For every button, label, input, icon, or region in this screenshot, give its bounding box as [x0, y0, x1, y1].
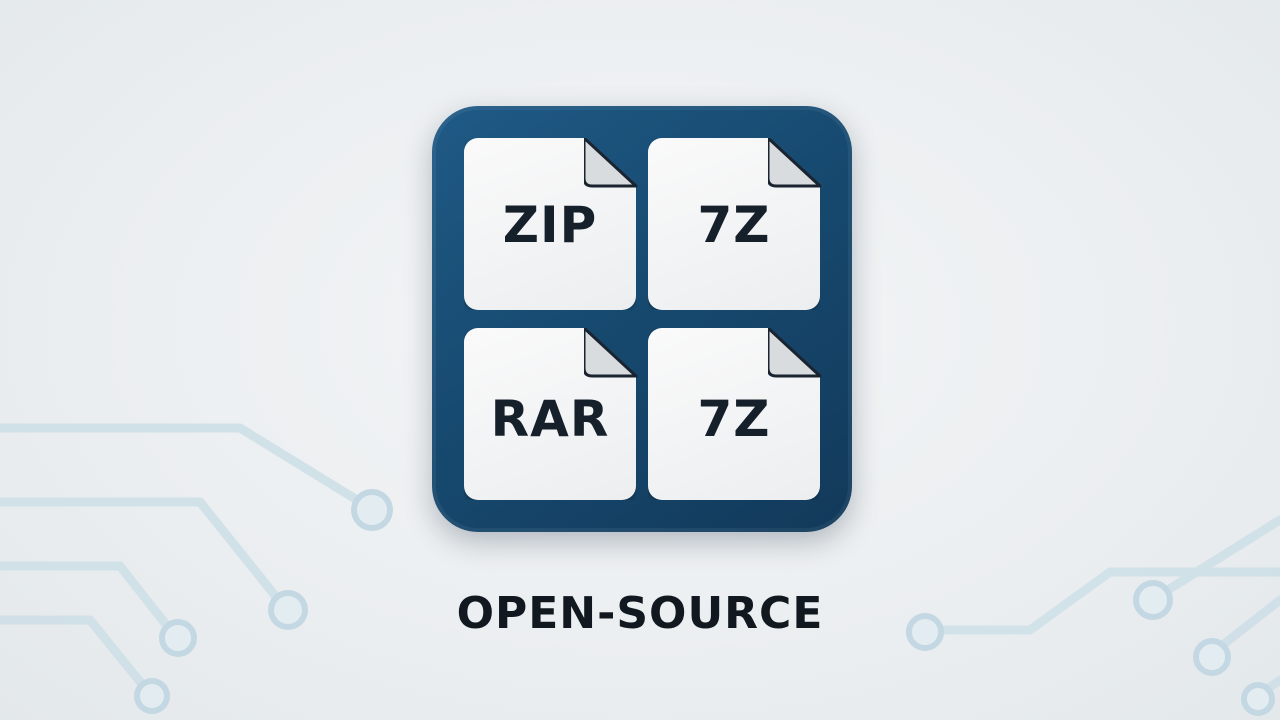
caption-text: OPEN-SOURCE	[456, 588, 824, 639]
page-fold-icon	[768, 138, 822, 188]
page-fold-icon	[768, 328, 822, 378]
tile-label: RAR	[490, 390, 610, 448]
page-fold-icon	[584, 138, 638, 188]
page-fold-icon	[584, 328, 638, 378]
archive-app-icon: ZIP 7Z RAR 7Z	[432, 106, 852, 532]
tile-label: 7Z	[697, 196, 771, 254]
zip-file-tile: ZIP	[464, 138, 636, 310]
tile-label: 7Z	[697, 390, 771, 448]
tile-label: ZIP	[502, 196, 598, 254]
